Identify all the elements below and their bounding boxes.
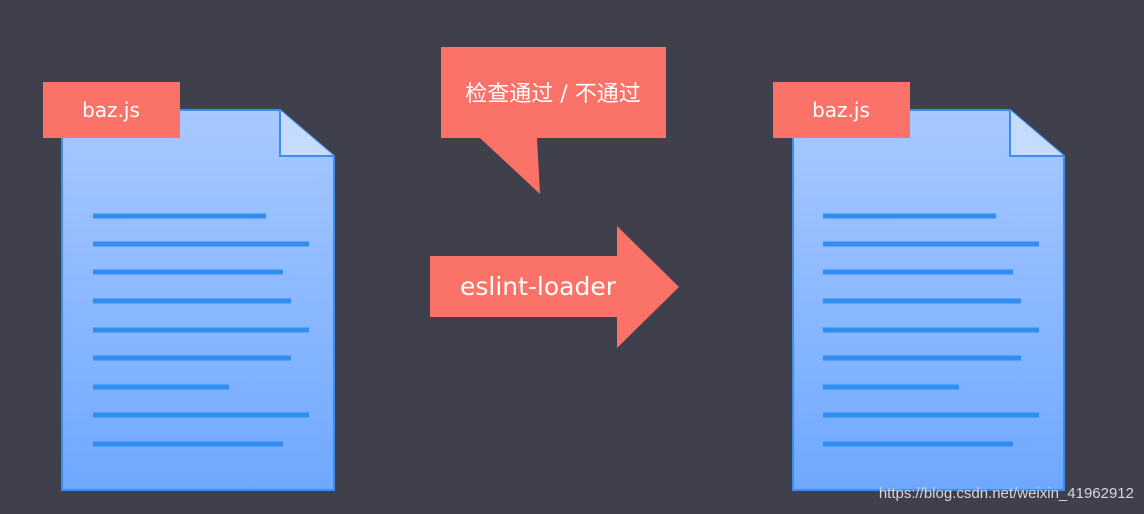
source-document-lines	[93, 213, 309, 447]
output-file-label: baz.js	[812, 98, 870, 122]
source-document: baz.js	[43, 82, 335, 491]
source-file-tag	[43, 82, 180, 138]
speech-bubble-shape	[441, 47, 666, 194]
output-document: baz.js	[773, 82, 1065, 491]
arrow-label: eslint-loader	[460, 272, 617, 301]
output-document-lines	[823, 213, 1039, 447]
arrow-shape	[430, 226, 679, 348]
source-document-fold	[279, 110, 334, 157]
watermark-text: https://blog.csdn.net/weixin_41962912	[878, 485, 1134, 502]
process-arrow: eslint-loader	[430, 226, 679, 348]
speech-bubble-text: 检查通过 / 不通过	[465, 82, 640, 107]
speech-bubble: 检查通过 / 不通过	[441, 47, 666, 194]
output-file-tag	[773, 82, 910, 138]
output-document-fold	[1009, 110, 1064, 157]
source-file-label: baz.js	[82, 98, 140, 122]
